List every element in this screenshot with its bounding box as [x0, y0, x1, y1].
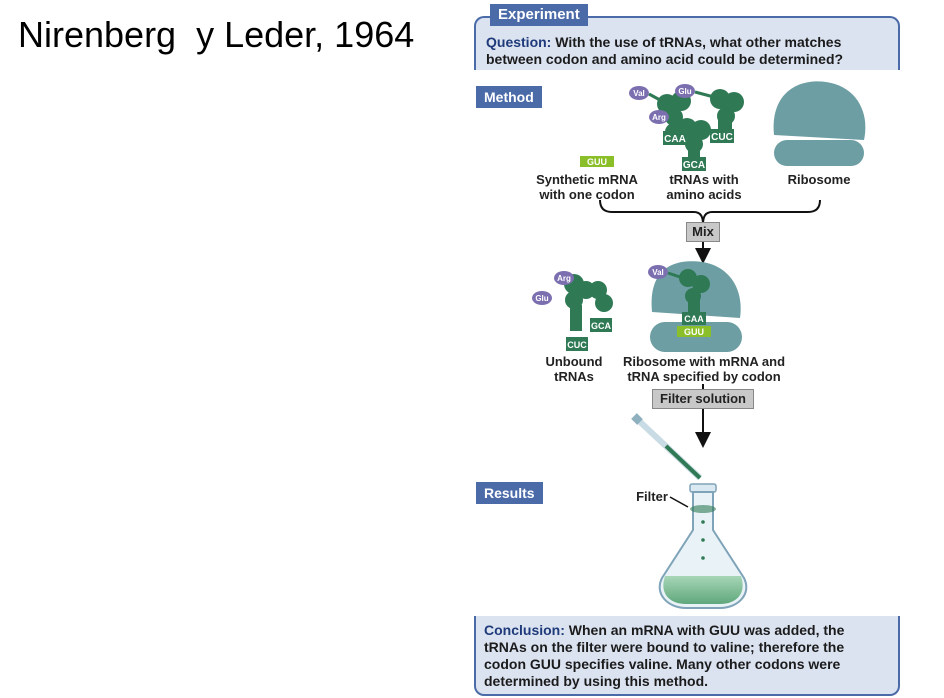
mrna-codon-box	[580, 156, 614, 167]
conclusion-line-1: When an mRNA with GUU was added, the	[568, 622, 845, 638]
trnas-label: tRNAs with amino acids	[666, 172, 742, 202]
amino-glu: Glu	[678, 87, 691, 96]
question-line-1: With the use of tRNAs, what other matche…	[555, 34, 842, 50]
filter-pointer	[669, 496, 689, 508]
bound-ribosome: CAA GUU Val	[648, 261, 742, 352]
bound-ribosome-label: Ribosome with mRNA and tRNA specified by…	[622, 354, 786, 384]
pipette-icon	[631, 413, 703, 481]
experiment-tag: Experiment	[490, 4, 588, 26]
unbound-amino-arg: Arg	[557, 274, 571, 283]
conclusion-line-3: codon GUU specifies valine. Many other c…	[484, 656, 841, 672]
question-line-2: between codon and amino acid could be de…	[486, 51, 844, 67]
conclusion-label: Conclusion:	[484, 622, 565, 638]
method-tag: Method	[476, 86, 542, 108]
unbound-trnas-label: Unbound tRNAs	[545, 354, 603, 384]
trna-icon	[677, 118, 711, 158]
amino-arg: Arg	[652, 113, 666, 122]
results-tag: Results	[476, 482, 543, 504]
experiment-figure: Experiment Question: With the use of tRN…	[474, 0, 900, 698]
anticodon-gca: GCA	[683, 160, 705, 171]
question-text: Question: With the use of tRNAs, what ot…	[486, 34, 843, 68]
anticodon-cuc: CUC	[711, 132, 733, 143]
amino-val: Val	[633, 89, 645, 98]
unbound-amino-glu: Glu	[535, 294, 548, 303]
conclusion-panel	[474, 616, 900, 696]
method-diagram: CAA CUC GCA Val Glu Arg GUU	[532, 81, 866, 609]
conclusion-line-2: tRNAs on the filter were bound to valine…	[484, 639, 845, 655]
unbound-anticodon-cuc: CUC	[567, 340, 587, 350]
ribosome-label: Ribosome	[787, 172, 851, 187]
conclusion-line-4: determined by using this method.	[484, 673, 709, 689]
unbound-anticodon-gca: GCA	[591, 321, 612, 331]
synthetic-mrna-label: Synthetic mRNA with one codon	[536, 172, 638, 202]
mix-box: Mix	[686, 222, 720, 242]
slide-title: Nirenberg y Leder, 1964	[18, 14, 415, 55]
mix-brace	[599, 199, 821, 225]
conclusion-text: Conclusion: When an mRNA with GUU was ad…	[484, 622, 844, 690]
trna-icon	[710, 89, 744, 130]
bound-amino-val: Val	[652, 268, 664, 277]
question-label: Question:	[486, 34, 552, 50]
unbound-trnas: CUC GCA Arg Glu	[532, 271, 613, 351]
filter-solution-box: Filter solution	[652, 389, 754, 409]
ribosome-icon	[773, 81, 866, 166]
anticodon-caa: CAA	[664, 134, 686, 145]
trna-cluster-top: CAA CUC GCA Val Glu Arg	[629, 84, 744, 171]
bound-anticodon-caa: CAA	[684, 314, 704, 324]
mrna-codon-text: GUU	[587, 157, 607, 167]
filter-label: Filter	[636, 489, 668, 504]
bound-codon-guu: GUU	[684, 327, 704, 337]
flask-icon	[658, 483, 748, 609]
